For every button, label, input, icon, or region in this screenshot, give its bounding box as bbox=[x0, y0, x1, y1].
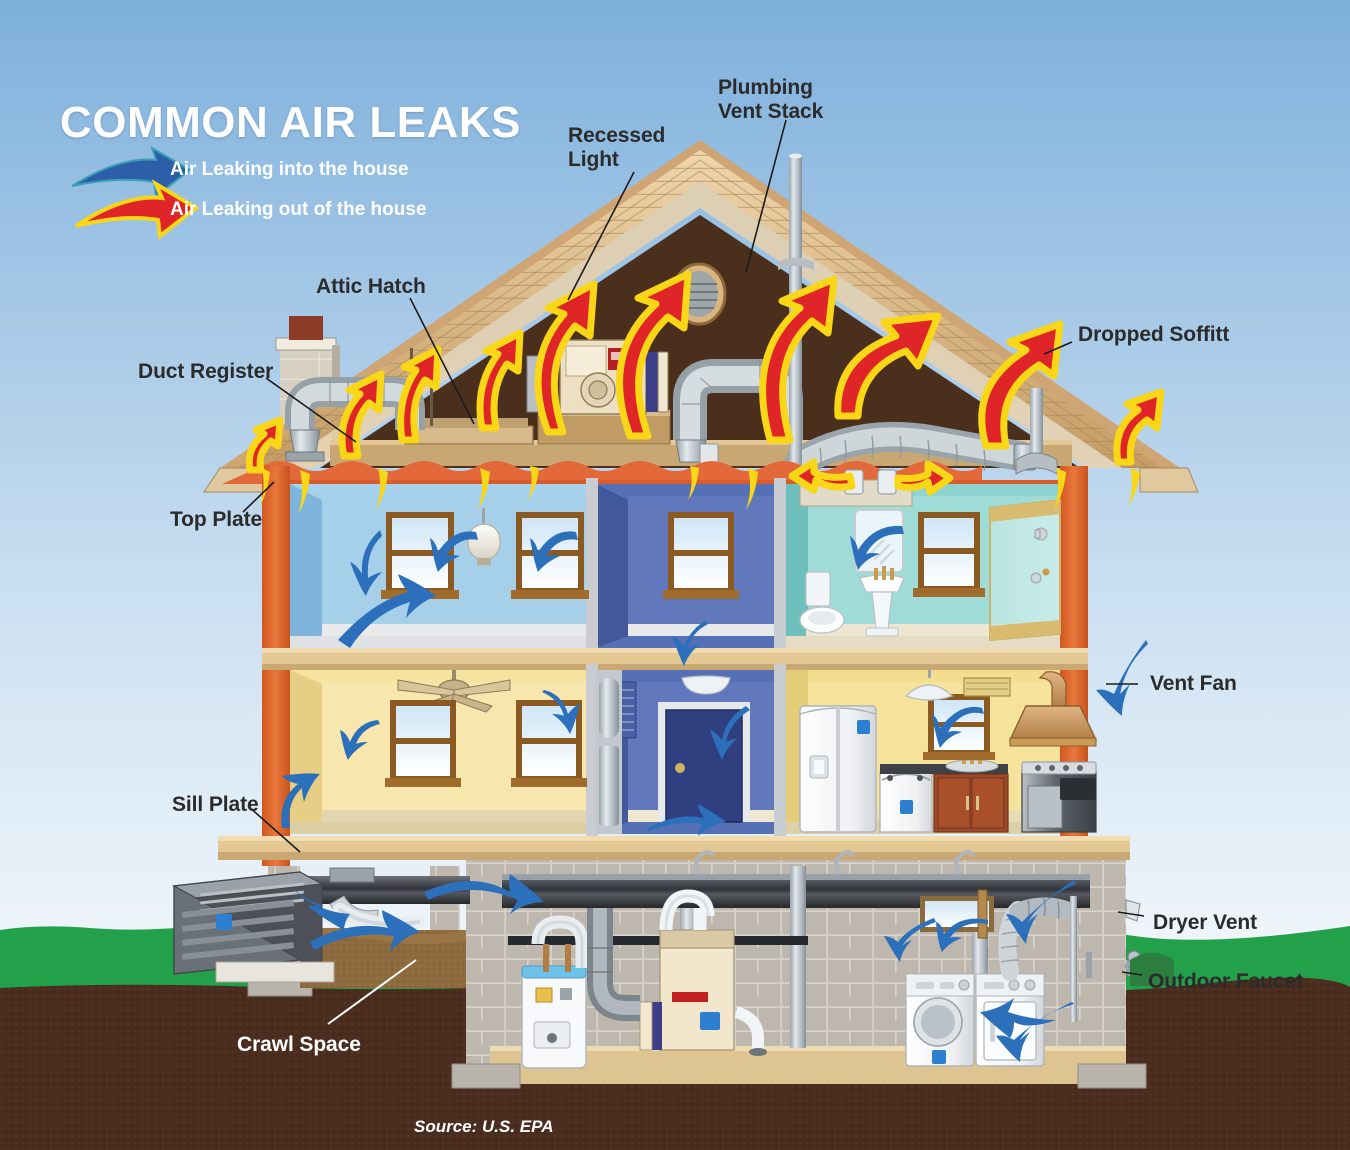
bath-vent-duct bbox=[1015, 388, 1058, 475]
furnace bbox=[639, 889, 767, 1056]
kitchen-counter bbox=[880, 750, 1009, 833]
bedroom-window-right bbox=[511, 512, 589, 599]
red-arrows-group bbox=[245, 270, 1165, 514]
leader-lines-white bbox=[327, 959, 417, 1025]
dryer-duct bbox=[998, 897, 1075, 981]
hall-dome-light bbox=[681, 675, 731, 695]
legend-arrow-blue bbox=[71, 145, 192, 198]
source-attribution: Source: U.S. EPA bbox=[414, 1117, 554, 1136]
label-duct-register: Duct Register bbox=[138, 360, 274, 383]
air-handler-unit bbox=[526, 339, 669, 415]
legend-item-out-label: Air Leaking out of the house bbox=[170, 199, 427, 220]
label-top-plate: Top Plate bbox=[170, 508, 263, 531]
label-outdoor-faucet: Outdoor Faucet bbox=[1148, 970, 1303, 993]
living-window-left bbox=[385, 700, 461, 787]
hvac-chase bbox=[596, 670, 622, 834]
basement-window bbox=[920, 889, 994, 939]
kitchen-window bbox=[923, 694, 995, 760]
label-vent-fan: Vent Fan bbox=[1150, 672, 1237, 695]
shower-stall bbox=[989, 498, 1061, 642]
page-title: COMMON AIR LEAKS bbox=[60, 98, 522, 147]
leader-lines bbox=[242, 119, 1145, 976]
legend-arrow-red bbox=[74, 179, 200, 240]
bath-window bbox=[913, 512, 985, 597]
stove bbox=[1021, 761, 1097, 833]
water-heater bbox=[521, 915, 589, 1069]
ac-condenser bbox=[172, 871, 335, 983]
label-attic-hatch: Attic Hatch bbox=[316, 275, 426, 298]
label-recessed-light: Recessed Light bbox=[568, 124, 666, 171]
washer bbox=[905, 973, 975, 1067]
hall-window bbox=[663, 512, 739, 599]
legend-item-in-label: Air Leaking into the house bbox=[170, 159, 409, 180]
refrigerator bbox=[799, 705, 877, 833]
label-plumbing-vent-stack: Plumbing Vent Stack bbox=[718, 76, 824, 123]
blue-arrows-group bbox=[281, 525, 1148, 1062]
toilet bbox=[799, 571, 845, 634]
pendant-light bbox=[904, 670, 954, 701]
dishwasher bbox=[879, 771, 933, 833]
label-sill-plate: Sill Plate bbox=[172, 793, 259, 816]
label-crawl-space: Crawl Space bbox=[237, 1033, 361, 1056]
pedestal-sink bbox=[859, 566, 905, 637]
dryer-vent-hood bbox=[1125, 899, 1141, 922]
range-hood bbox=[1008, 671, 1098, 747]
label-dryer-vent: Dryer Vent bbox=[1153, 911, 1258, 934]
label-dropped-soffitt: Dropped Soffitt bbox=[1078, 323, 1230, 346]
wall-vent-kitchen bbox=[963, 677, 1011, 697]
